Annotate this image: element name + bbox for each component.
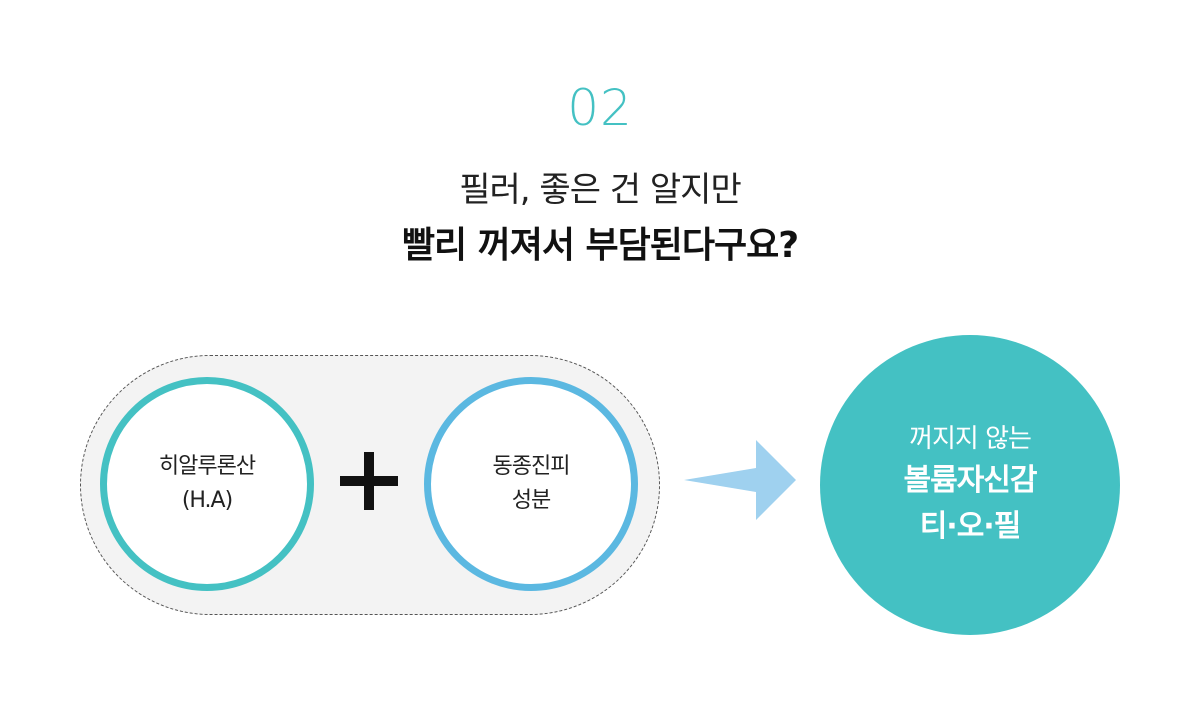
step-number: 02 xyxy=(567,79,633,137)
result-circle: 꺼지지 않는 볼륨자신감 티·오·필 xyxy=(820,335,1120,635)
subheadline: 빨리 꺼져서 부담된다구요? xyxy=(401,225,799,266)
ingredient-suffix: 성분 xyxy=(511,488,551,513)
ingredient-abbreviation: (H.A) xyxy=(181,488,233,513)
ingredient-circle-allograft-dermis: 동종진피 성분 xyxy=(424,377,638,591)
result-product-name: 티·오·필 xyxy=(919,509,1022,544)
ingredient-name: 동종진피 xyxy=(492,454,571,479)
headline: 필러, 좋은 건 알지만 xyxy=(459,170,741,210)
result-highlight: 볼륨자신감 xyxy=(903,463,1038,498)
result-tagline: 꺼지지 않는 xyxy=(909,424,1032,454)
plus-icon xyxy=(340,452,398,510)
ingredient-circle-hyaluronic-acid: 히알루론산 (H.A) xyxy=(100,377,314,591)
ingredient-name: 히알루론산 xyxy=(158,454,256,479)
arrow-right-icon xyxy=(684,440,796,520)
